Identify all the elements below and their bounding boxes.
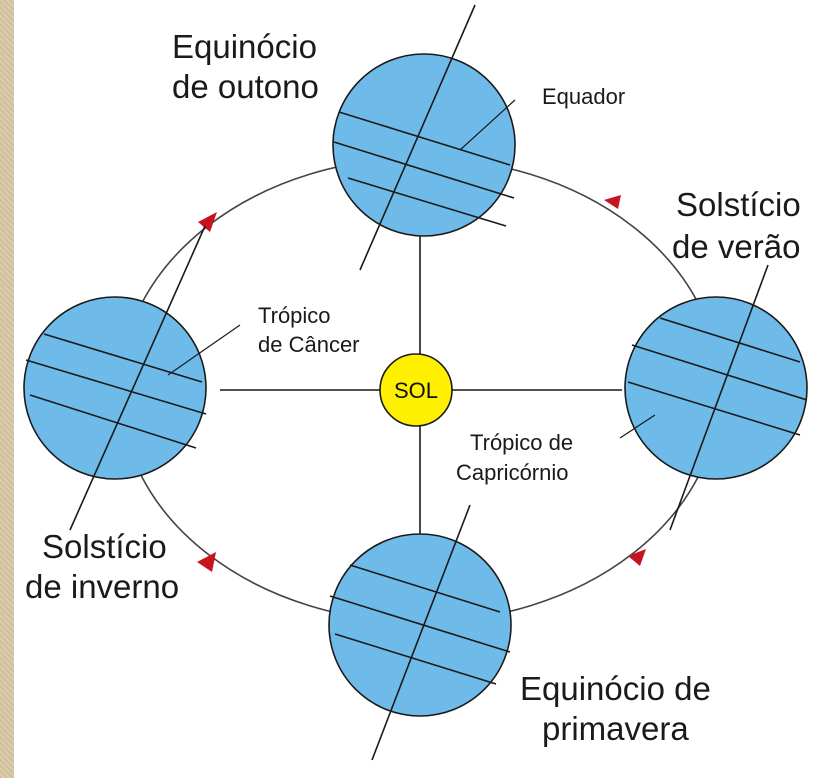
earth-autumn <box>332 4 516 271</box>
label-spring-line2: primavera <box>542 710 689 747</box>
label-summer-line2: de verão <box>672 228 800 265</box>
earth-winter <box>23 225 241 531</box>
label-capricorn-line2: Capricórnio <box>456 460 569 485</box>
sun-label: SOL <box>394 378 438 403</box>
orbit-arrow-right-top <box>604 195 621 209</box>
label-capricorn-line1: Trópico de <box>470 430 573 455</box>
orbit-arrow-left-bottom <box>197 552 216 572</box>
earth-spring <box>328 504 512 761</box>
label-autumn-line1: Equinócio <box>172 28 317 65</box>
sun: SOL <box>379 353 453 427</box>
label-winter-line1: Solstício <box>42 528 167 565</box>
label-cancer-line1: Trópico <box>258 303 331 328</box>
label-cancer-line2: de Câncer <box>258 332 360 357</box>
label-autumn-line2: de outono <box>172 68 319 105</box>
label-winter-line2: de inverno <box>25 568 179 605</box>
orbit-arrow-right-bottom <box>628 549 646 566</box>
earth-summer <box>619 264 808 531</box>
label-summer-line1: Solstício <box>676 186 801 223</box>
label-equator: Equador <box>542 84 625 109</box>
label-spring-line1: Equinócio de <box>520 670 711 707</box>
orbit-arrow-left-top <box>198 212 217 232</box>
